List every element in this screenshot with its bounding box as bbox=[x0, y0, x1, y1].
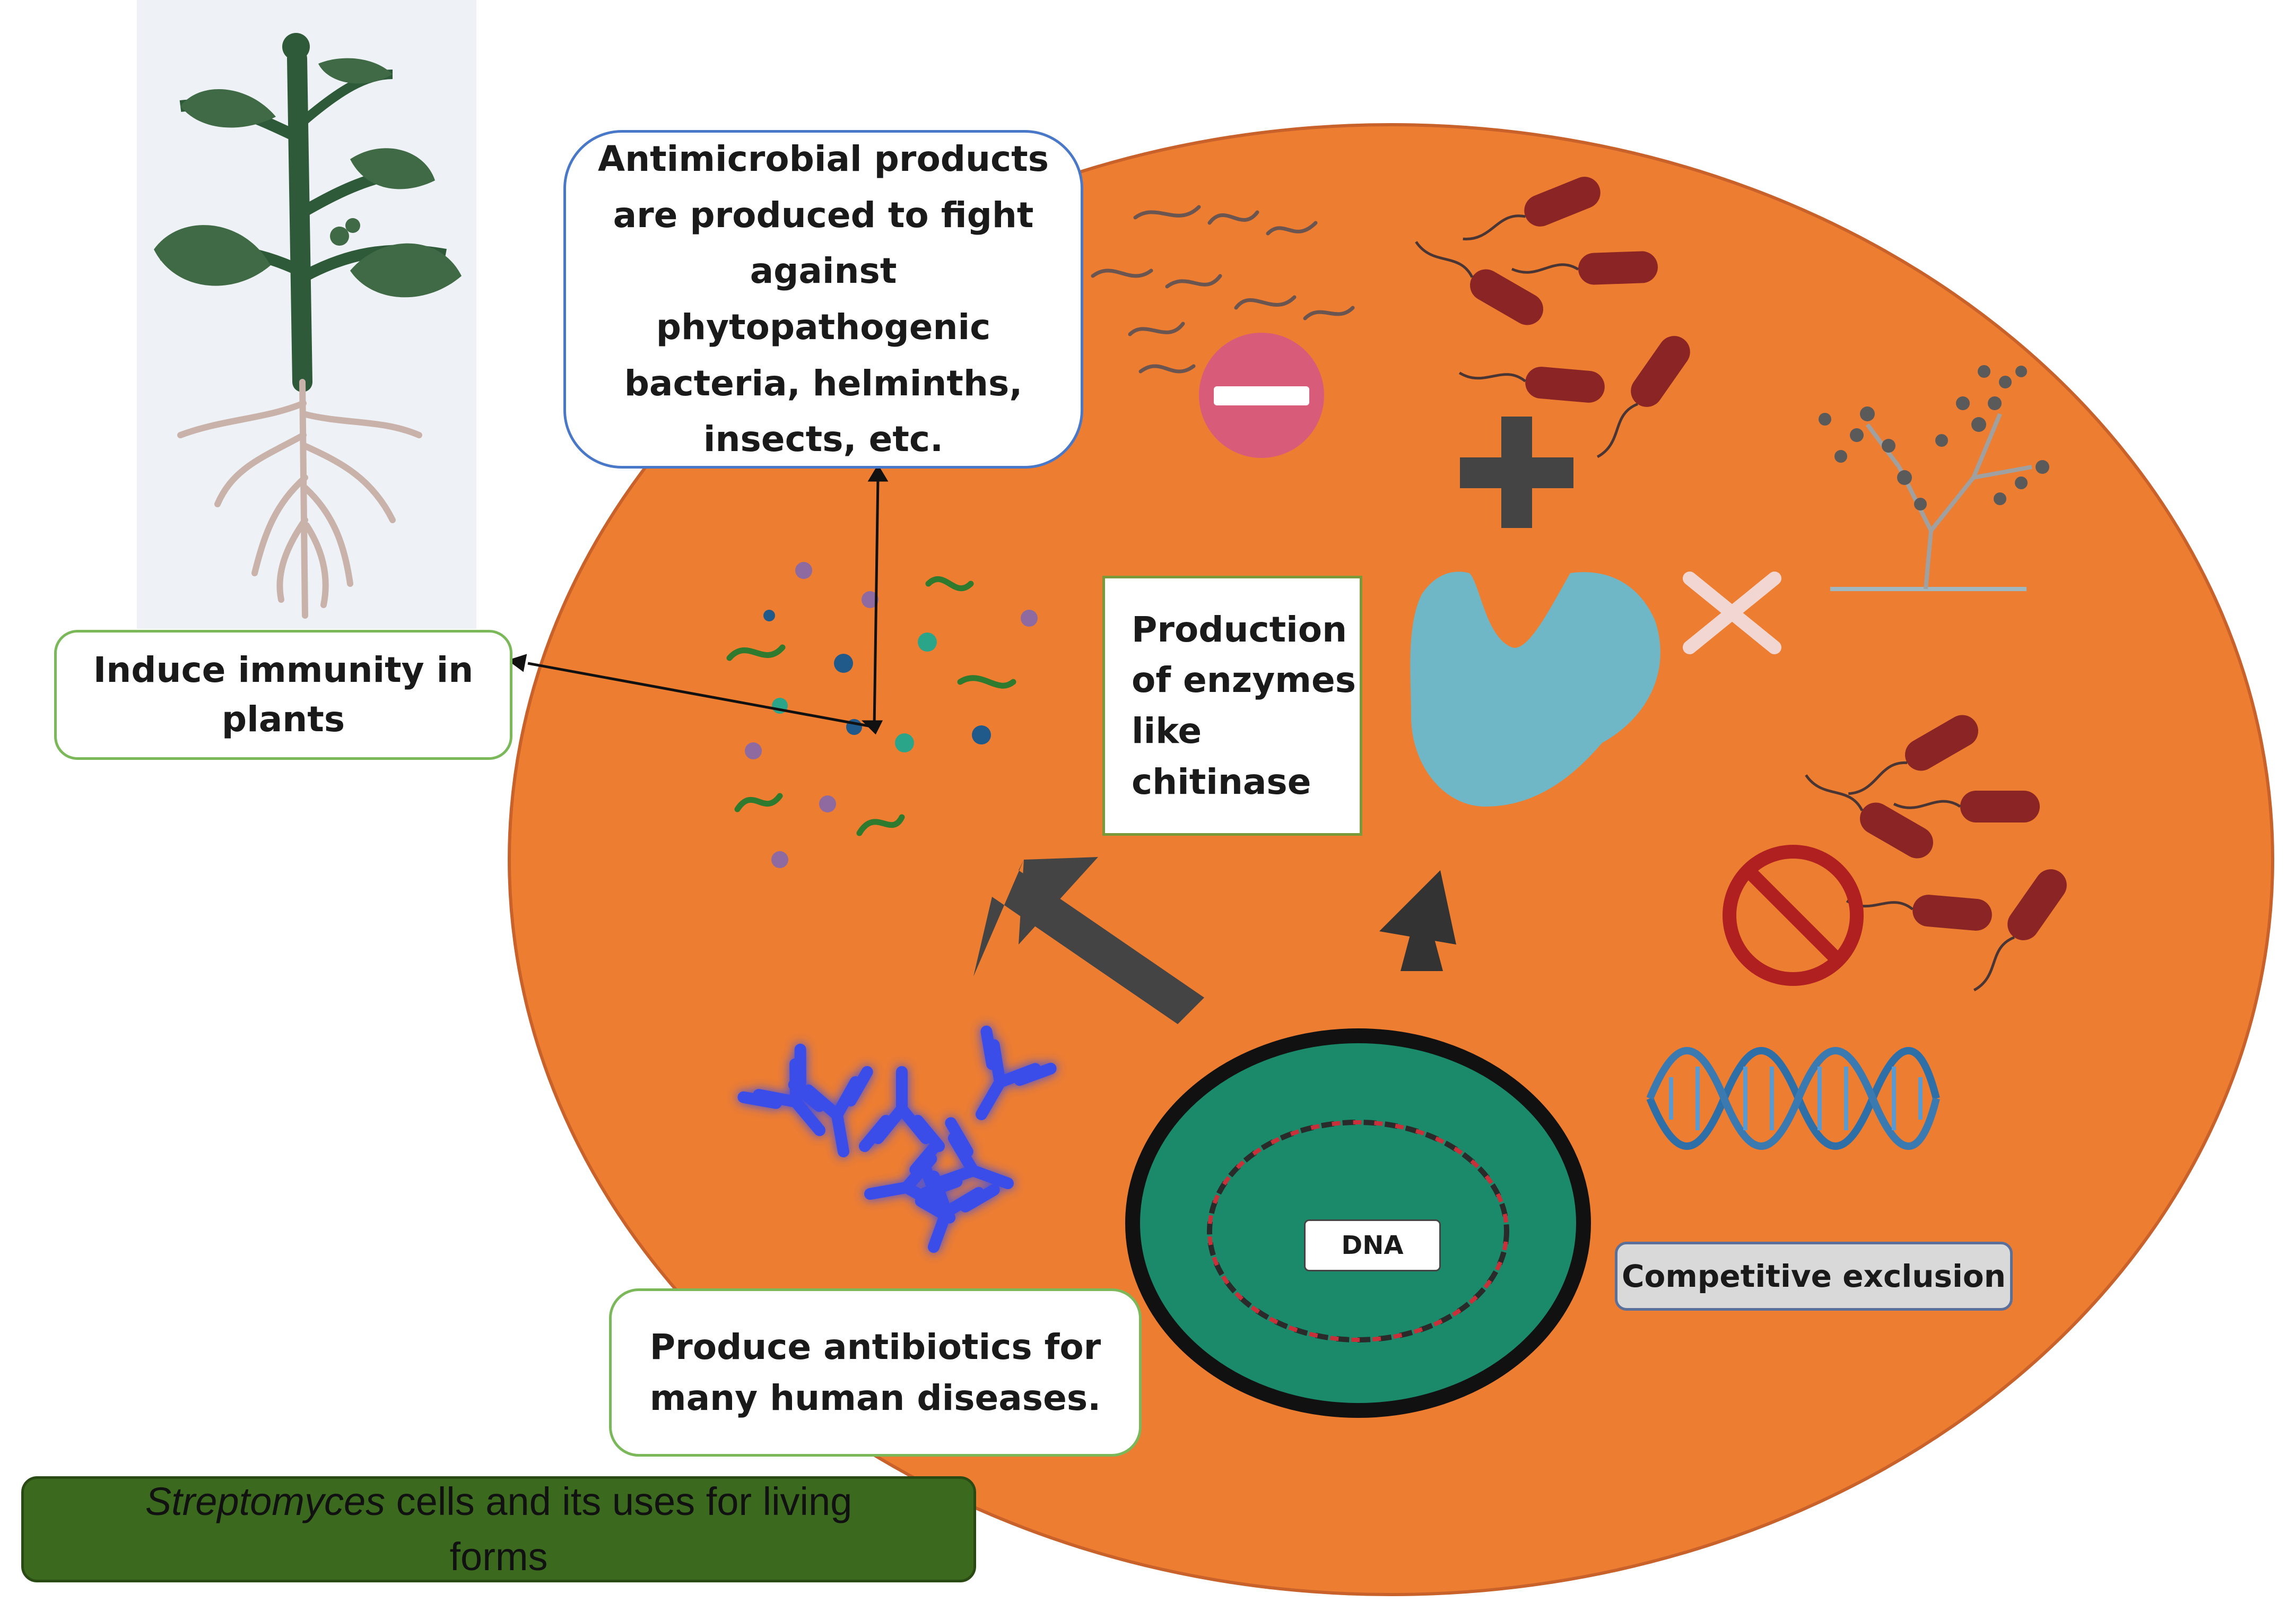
connector-arrows bbox=[507, 464, 889, 735]
antibiotics-line-1: Produce antibiotics for bbox=[649, 1326, 1101, 1367]
antibiotics-label: Produce antibiotics for many human disea… bbox=[609, 1288, 1142, 1457]
enzyme-icon bbox=[1410, 571, 1660, 807]
competitive-exclusion-label: Competitive exclusion bbox=[1615, 1242, 2013, 1311]
enzymes-line-4: chitinase bbox=[1132, 761, 1311, 802]
immunity-label: Induce immunity in plants bbox=[54, 630, 512, 760]
fungus-icon bbox=[1819, 365, 2049, 591]
caption-line-1-rest: cells and its uses for living bbox=[385, 1479, 853, 1524]
arrow-icon bbox=[973, 857, 1456, 1024]
antibiotics-line-2: many human diseases. bbox=[649, 1377, 1101, 1418]
dna-helix-icon bbox=[1646, 1047, 1940, 1150]
dna-label: DNA bbox=[1304, 1219, 1441, 1271]
antimicrobial-line-2: are produced to fight bbox=[613, 194, 1034, 236]
cross-icon bbox=[1683, 571, 1781, 654]
enzymes-line-1: Production bbox=[1132, 609, 1347, 650]
enzymes-line-2: of enzymes bbox=[1132, 660, 1356, 701]
plant-icon bbox=[154, 33, 462, 392]
caption-line-1: Streptomyces cells and its uses for livi… bbox=[145, 1474, 853, 1529]
worms-icon bbox=[1091, 205, 1355, 374]
antimicrobial-line-4: bacteria, helminths, bbox=[624, 362, 1023, 404]
immunity-line-2: plants bbox=[221, 698, 345, 740]
no-sign-icon bbox=[1723, 845, 1864, 986]
minus-icon bbox=[1199, 333, 1324, 458]
antimicrobial-line-1: Antimicrobial products bbox=[598, 138, 1049, 180]
molecules-icon bbox=[726, 562, 1038, 868]
antimicrobial-label: Antimicrobial products are produced to f… bbox=[563, 130, 1083, 469]
antimicrobial-line-3: against phytopathogenic bbox=[656, 250, 991, 348]
caption-line-2: forms bbox=[449, 1535, 548, 1579]
streptomyces-cell bbox=[508, 123, 2274, 1596]
antimicrobial-line-5: insects, etc. bbox=[703, 419, 944, 460]
immunity-line-1: Induce immunity in bbox=[93, 650, 474, 691]
enzymes-line-3: like bbox=[1132, 711, 1202, 751]
root-icon bbox=[177, 379, 422, 619]
plus-icon bbox=[1460, 417, 1573, 528]
enzymes-label: Production of enzymes like chitinase bbox=[1102, 576, 1362, 836]
caption-genus: Streptomyces bbox=[145, 1479, 386, 1524]
figure-caption: Streptomyces cells and its uses for livi… bbox=[21, 1476, 976, 1582]
